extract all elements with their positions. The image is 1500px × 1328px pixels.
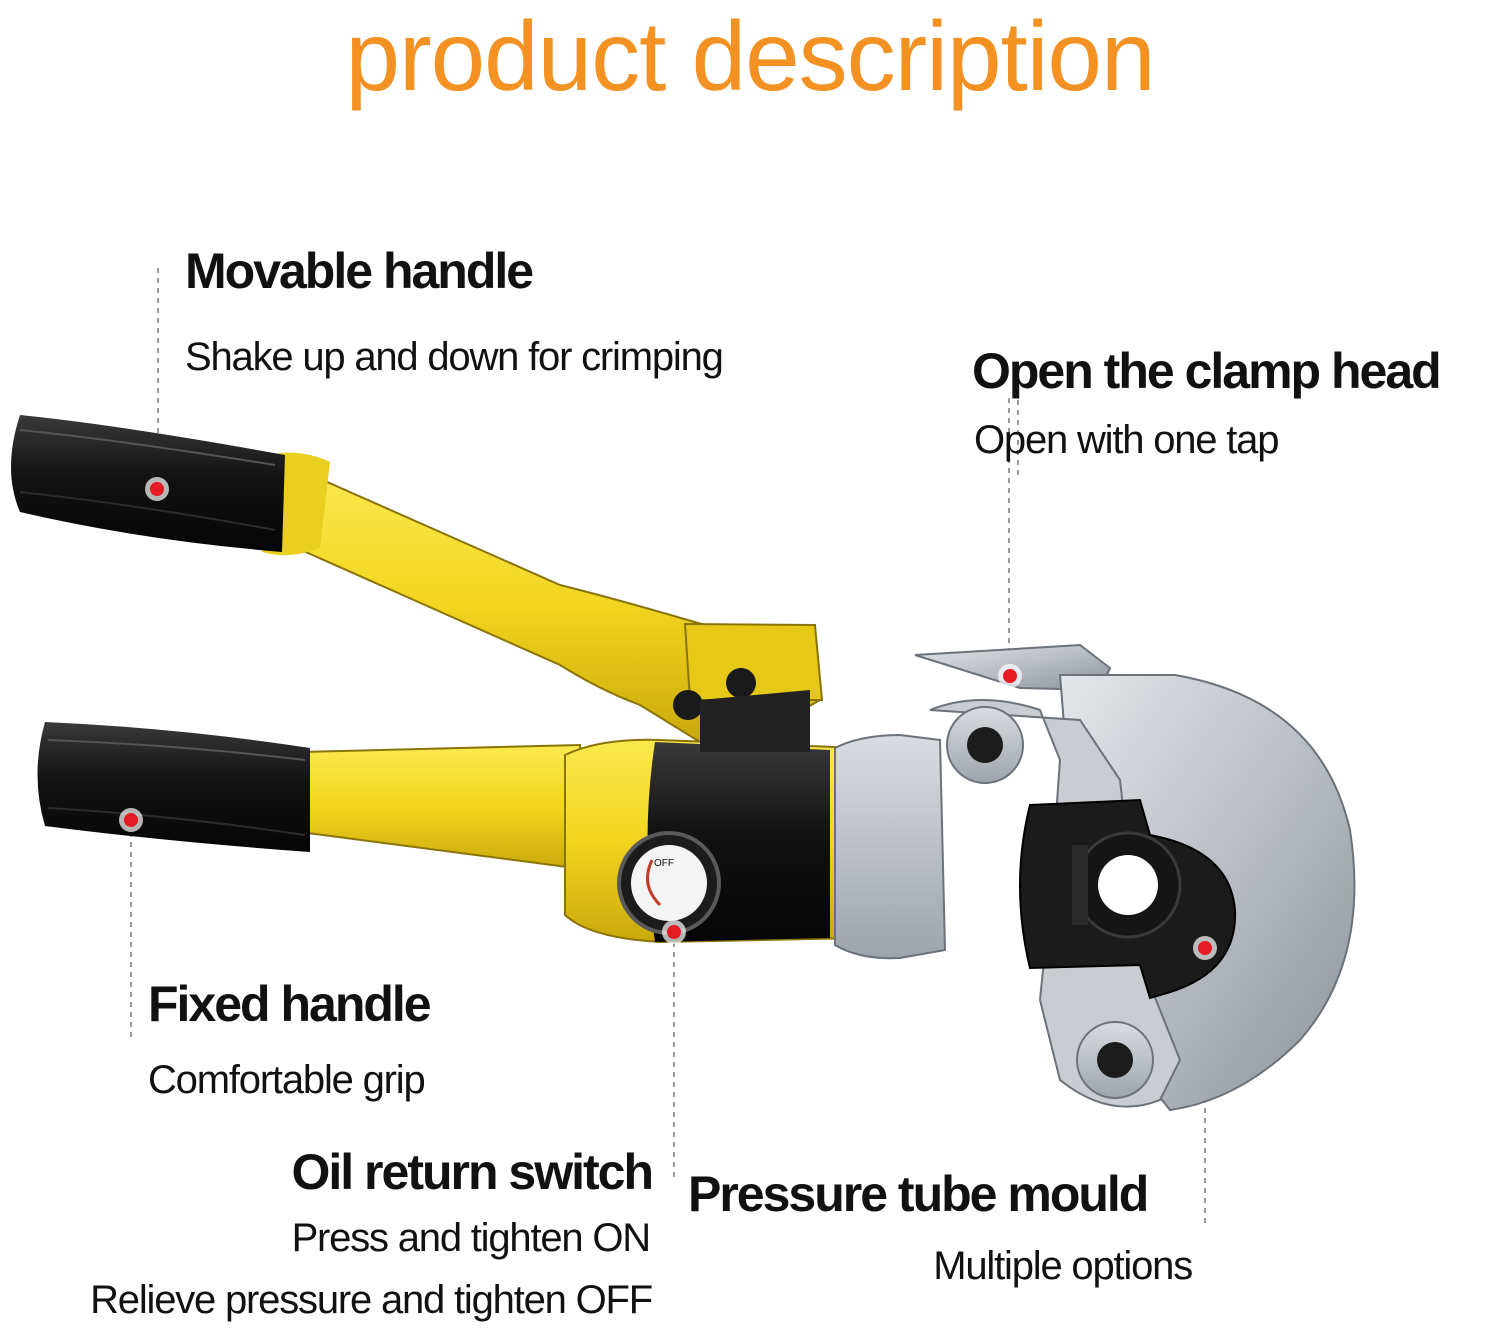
pressure-tube-mould-heading: Pressure tube mould [688, 1166, 1149, 1222]
lever-pin-2 [726, 668, 756, 698]
leader-lines [130, 268, 1206, 1225]
fixed-handle [37, 722, 592, 872]
oil-return-knob: OFF [617, 831, 721, 935]
oil-return-switch-heading: Oil return switch [291, 1144, 654, 1200]
movable-handle [11, 415, 824, 744]
oil-return-switch-desc-1: Press and tighten ON [291, 1216, 652, 1260]
crimp-head [834, 643, 1356, 1112]
movable-handle-desc: Shake up and down for crimping [185, 335, 724, 379]
lever-pin-1 [673, 690, 703, 720]
pressure-tube-mould-desc: Multiple options [933, 1244, 1193, 1288]
movable-handle-heading: Movable handle [185, 243, 534, 299]
open-clamp-head-desc: Open with one tap [974, 418, 1279, 462]
page-title: product description [345, 1, 1155, 111]
open-clamp-head-heading: Open the clamp head [972, 343, 1442, 399]
fixed-handle-desc: Comfortable grip [148, 1058, 426, 1102]
markers [119, 477, 1217, 960]
fixed-handle-heading: Fixed handle [148, 976, 432, 1032]
oil-return-switch-desc-2: Relieve pressure and tighten OFF [90, 1278, 653, 1322]
knob-off-label: OFF [654, 858, 674, 869]
